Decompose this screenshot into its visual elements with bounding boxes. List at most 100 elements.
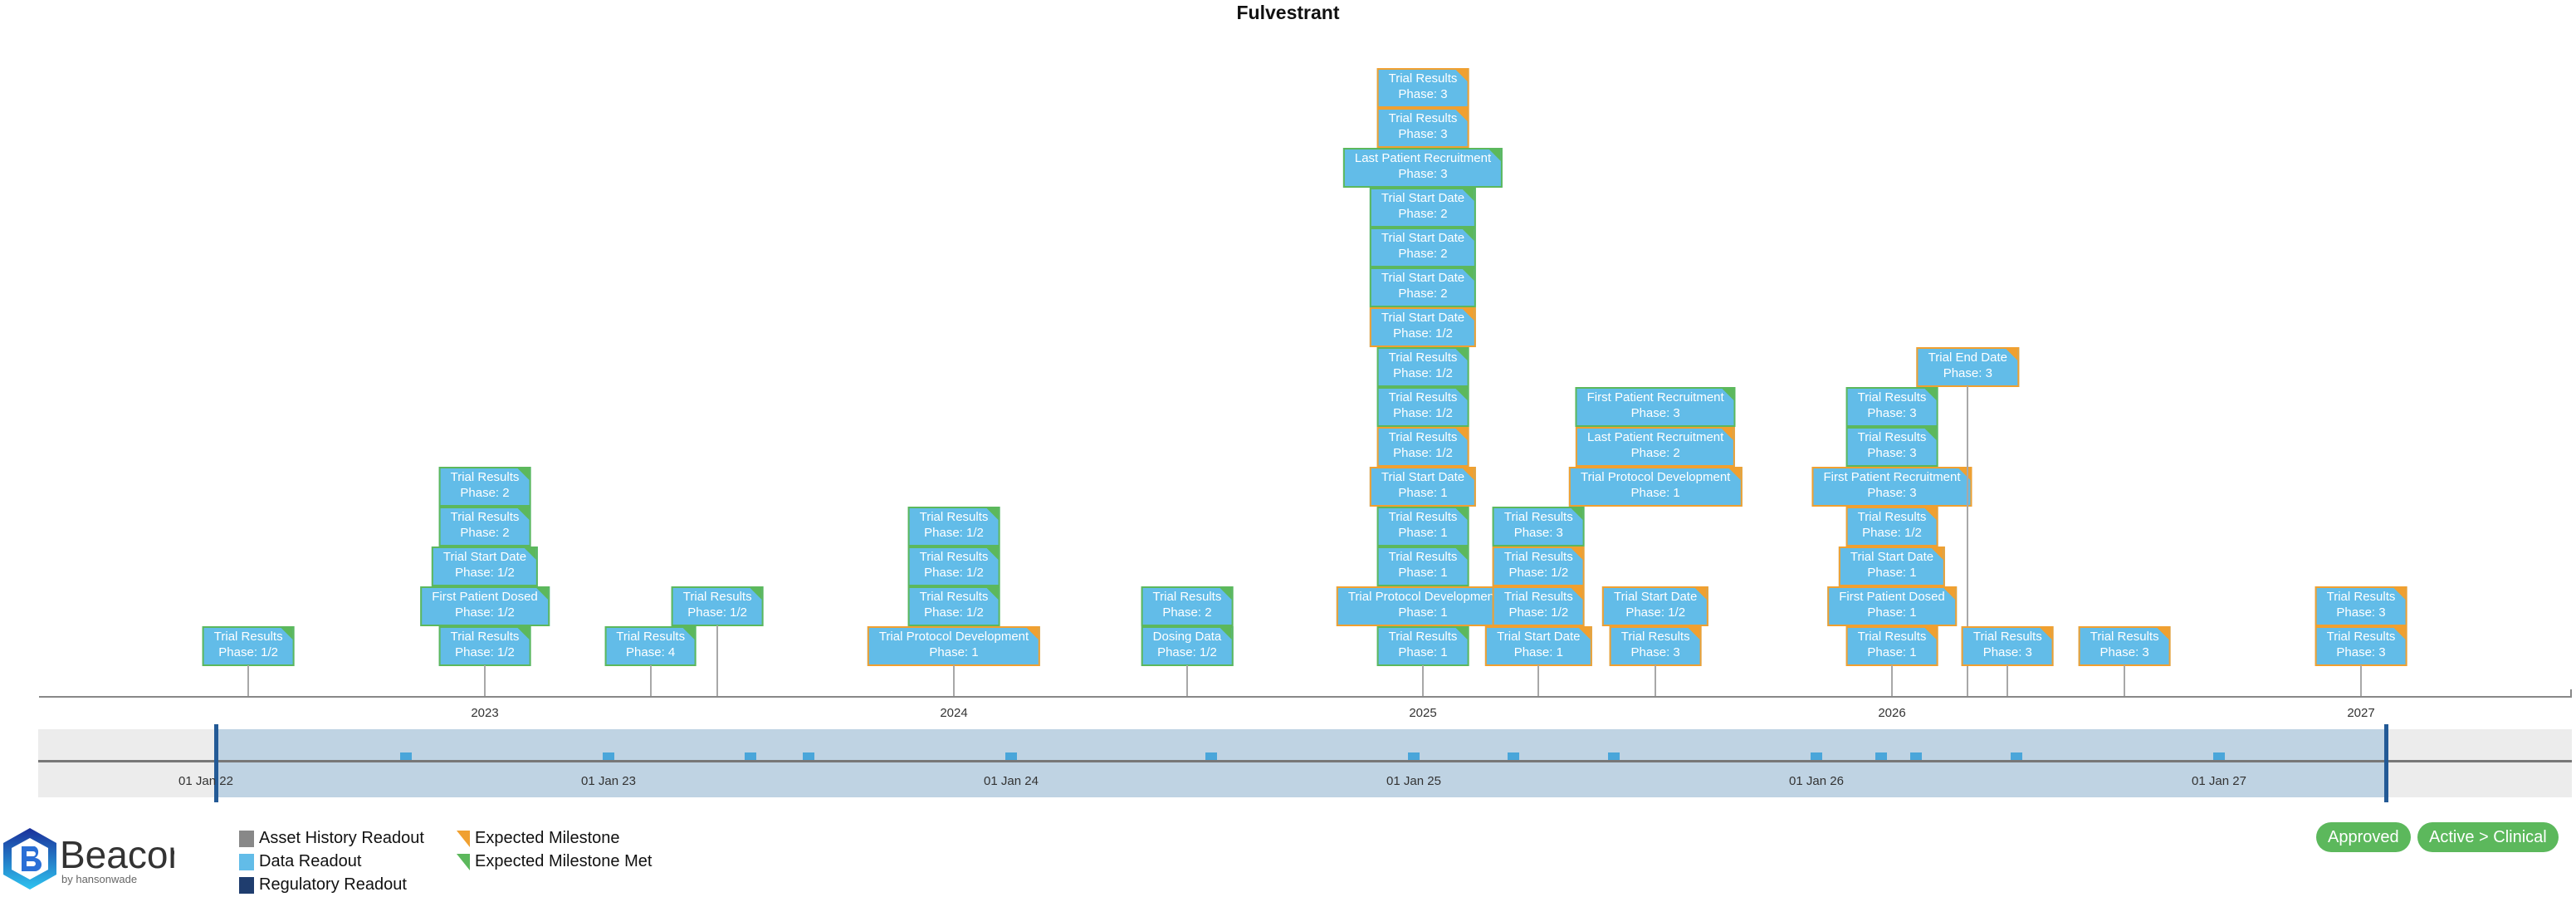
milestone-met-icon (1220, 588, 1232, 600)
met-triangle-icon (457, 853, 470, 870)
milestone-phase: Phase: 3 (1630, 406, 1680, 420)
expected-milestone-icon (2040, 628, 2052, 640)
legend-met: Expected Milestone Met (457, 852, 652, 871)
milestone-stem (716, 625, 719, 696)
milestone-label: First Patient Dosed (1839, 590, 1945, 604)
navigator-marker (1005, 752, 1017, 760)
milestone-met-icon (535, 588, 548, 600)
milestone-phase: Phase: 2 (460, 526, 510, 540)
navigator-handle-left[interactable] (213, 724, 218, 802)
milestone-met-icon (1722, 389, 1734, 400)
milestone-label: Trial Results (919, 550, 989, 564)
navigator-date-label: 01 Jan 24 (984, 774, 1039, 788)
milestone-met-icon (986, 508, 999, 520)
navigator-handle-right[interactable] (2383, 724, 2388, 802)
milestone-phase: Phase: 3 (1398, 127, 1448, 141)
milestone-stem (1891, 665, 1893, 696)
milestone-phase: Phase: 3 (1398, 87, 1448, 101)
navigator-selected-range[interactable] (215, 729, 2386, 797)
milestone-phase: Phase: 3 (1982, 645, 2032, 659)
milestone-phase: Phase: 1 (1398, 486, 1448, 500)
milestone-label: Trial Results (1972, 630, 2042, 644)
expected-milestone-icon (1571, 548, 1583, 560)
expected-milestone-icon (1463, 309, 1475, 321)
navigator-line (38, 760, 2572, 762)
status-badge-active-clinical: Active > Clinical (2417, 822, 2559, 852)
milestone-met-icon (1455, 349, 1468, 360)
milestone-phase: Phase: 2 (1398, 247, 1448, 261)
milestone-label: Trial Results (2326, 630, 2396, 644)
milestone-label: Trial Results (450, 470, 520, 484)
year-label: 2027 (2347, 706, 2375, 720)
milestone-met-icon (1489, 150, 1502, 161)
milestone-phase: Phase: 1/2 (1393, 366, 1453, 380)
milestone-phase: Phase: 2 (1398, 287, 1448, 301)
milestone-phase: Phase: 1 (1867, 605, 1917, 620)
milestone-phase: Phase: 1 (1630, 486, 1680, 500)
milestone-met-icon (1455, 389, 1468, 400)
navigator-marker (1811, 752, 1822, 760)
navigator-marker (745, 752, 757, 760)
milestone-phase: Phase: 3 (2099, 645, 2149, 659)
milestone-met-icon (517, 468, 530, 480)
legend-label: Expected Milestone (475, 829, 620, 847)
milestone-label: Trial Results (1388, 71, 1458, 86)
expected-milestone-icon (1455, 70, 1468, 81)
milestone-met-icon (1463, 189, 1475, 201)
milestone-label: Trial Results (1857, 430, 1927, 444)
milestone-phase: Phase: 3 (1630, 645, 1680, 659)
navigator-date-label: 01 Jan 26 (1789, 774, 1844, 788)
milestone-met-icon (1455, 548, 1468, 560)
